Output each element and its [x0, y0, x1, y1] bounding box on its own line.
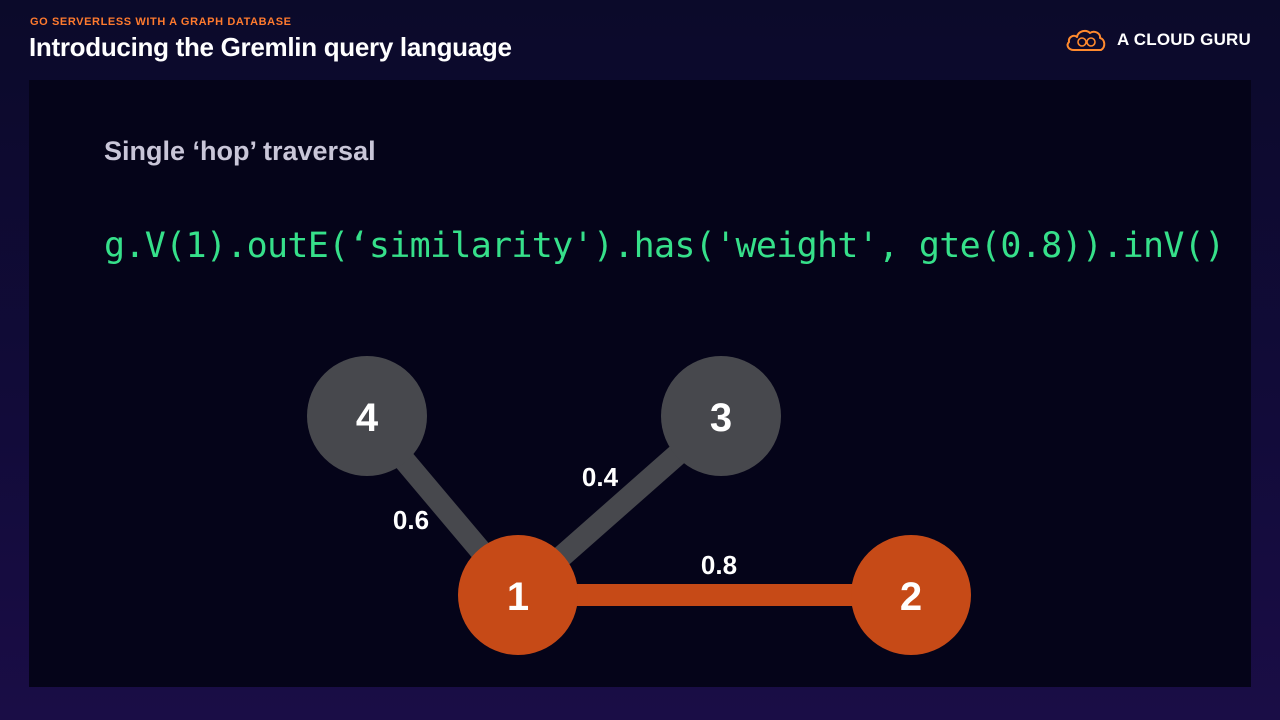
vertex-circle — [458, 535, 578, 655]
vertex-label: 1 — [507, 575, 529, 619]
cloud-logo-icon — [1065, 27, 1107, 53]
gremlin-query-code: g.V(1).outE(‘similarity').has('weight', … — [104, 226, 1225, 266]
traversal-graph: 0.6 0.4 0.8 1 2 3 4 — [307, 356, 971, 655]
course-eyebrow: GO SERVERLESS WITH A GRAPH DATABASE — [30, 16, 292, 28]
brand-name: A CLOUD GURU — [1117, 30, 1251, 49]
edge-weight-label: 0.8 — [701, 550, 737, 580]
vertex-circle — [661, 356, 781, 476]
vertex-circle — [307, 356, 427, 476]
slide-subtitle: Single ‘hop’ traversal — [104, 136, 376, 166]
brand-logo: A CLOUD GURU — [1065, 26, 1251, 54]
vertex-2: 2 — [851, 535, 971, 655]
slide-heading: Introducing the Gremlin query language — [29, 32, 512, 62]
vertex-1: 1 — [458, 535, 578, 655]
vertex-4: 4 — [307, 356, 427, 476]
vertex-label: 4 — [356, 396, 379, 440]
vertex-3: 3 — [661, 356, 781, 476]
edge-weight-label: 0.4 — [582, 462, 619, 492]
vertex-label: 2 — [900, 575, 922, 619]
edge-weight-label: 0.6 — [393, 505, 429, 535]
slide-content-panel: Single ‘hop’ traversal g.V(1).outE(‘simi… — [29, 80, 1251, 687]
vertex-label: 3 — [710, 396, 732, 440]
vertex-circle — [851, 535, 971, 655]
